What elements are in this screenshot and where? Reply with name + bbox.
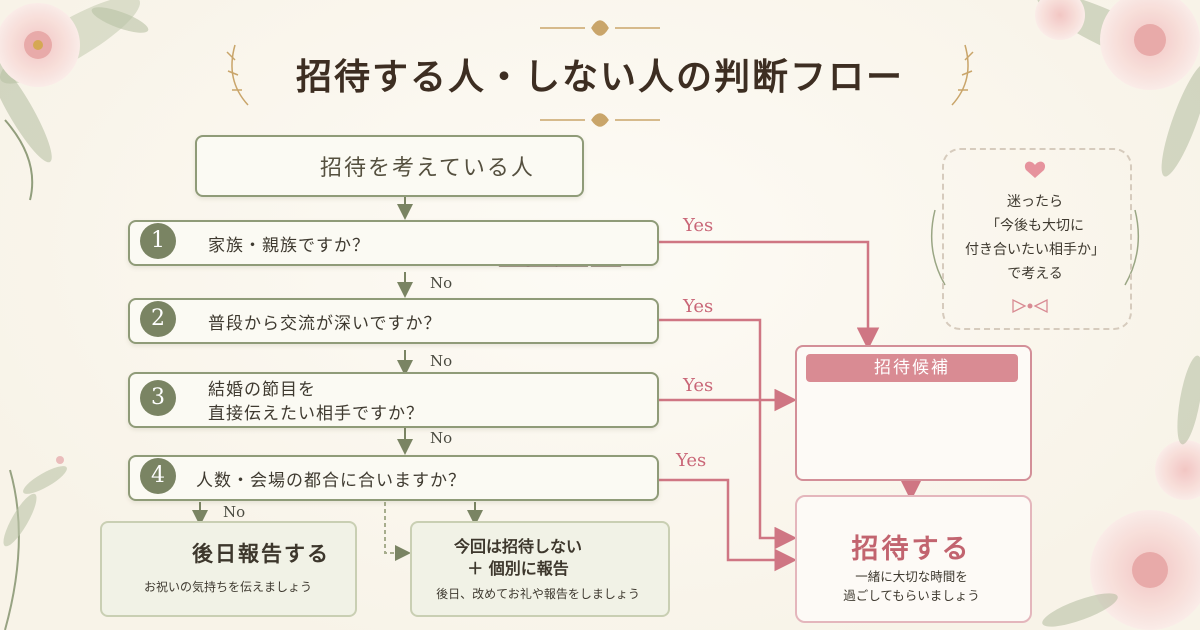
title-ornament bbox=[226, 20, 974, 127]
report-later-box bbox=[100, 521, 357, 617]
start-box bbox=[195, 135, 584, 197]
question-4-yes-label: Yes bbox=[676, 450, 707, 471]
question-1-yes-label: Yes bbox=[683, 215, 714, 236]
advice-note-line2: 「今後も大切に bbox=[986, 218, 1084, 234]
not-invite-title-line1: 今回は招待しない bbox=[453, 537, 582, 556]
question-4-no-label: No bbox=[223, 503, 246, 521]
question-4-text: 人数・会場の都合に合いますか？ bbox=[196, 471, 466, 491]
candidate-label: 招待候補 bbox=[806, 354, 1018, 382]
advice-note-line4: で考える bbox=[1007, 266, 1063, 282]
question-2-yes-label: Yes bbox=[683, 296, 714, 317]
bottom-left-floral-decoration bbox=[3, 456, 67, 630]
question-1-box bbox=[128, 220, 659, 266]
question-4-number: 4 bbox=[140, 458, 176, 494]
question-1-no-label: No bbox=[430, 274, 453, 292]
page-title: 招待する人・しない人の判断フロー bbox=[295, 56, 904, 98]
advice-note-box bbox=[942, 148, 1132, 330]
top-left-floral-decoration bbox=[0, 0, 149, 201]
question-3-text-line1: 結婚の節目を bbox=[208, 380, 316, 400]
question-3-no-label: No bbox=[430, 429, 453, 447]
question-3-number: 3 bbox=[140, 380, 176, 416]
not-invite-box bbox=[410, 521, 670, 617]
question-3-yes-label: Yes bbox=[683, 375, 714, 396]
note-decoration bbox=[930, 161, 1140, 314]
invite-box bbox=[795, 495, 1032, 623]
question-3-box bbox=[128, 372, 659, 428]
yes-arrows bbox=[657, 240, 923, 572]
question-1-text: 家族・親族ですか？ bbox=[208, 236, 370, 256]
start-label: 招待を考えている人 bbox=[320, 156, 535, 181]
invite-subtitle-line2: 過ごしてもらいましょう bbox=[843, 588, 980, 603]
question-3-text-line2: 直接伝えたい相手ですか？ bbox=[208, 404, 424, 424]
invite-title: 招待する bbox=[851, 534, 972, 565]
not-invite-subtitle: 後日、改めてお礼や報告をしましょう bbox=[436, 587, 640, 601]
invite-subtitle: 一緒に大切な時間を 過ごしてもらいましょう bbox=[795, 567, 1028, 605]
advice-note-text: 迷ったら 「今後も大切に 付き合いたい相手か」 で考える bbox=[945, 190, 1125, 286]
question-4-box bbox=[128, 455, 659, 501]
question-2-no-label: No bbox=[430, 352, 453, 370]
advice-note-line1: 迷ったら bbox=[1007, 194, 1063, 210]
question-2-box bbox=[128, 298, 659, 344]
advice-note-line3: 付き合いたい相手か」 bbox=[965, 242, 1105, 258]
bottom-right-floral-decoration bbox=[1042, 355, 1200, 630]
report-later-subtitle: お祝いの気持ちを伝えましょう bbox=[143, 580, 312, 594]
question-2-text: 普段から交流が深いですか？ bbox=[208, 314, 442, 334]
question-1-number: 1 bbox=[140, 223, 176, 259]
report-later-title: 後日報告する bbox=[192, 541, 330, 566]
top-right-floral-decoration bbox=[1035, 0, 1200, 177]
question-2-number: 2 bbox=[140, 301, 176, 337]
invite-subtitle-line1: 一緒に大切な時間を bbox=[855, 569, 968, 584]
not-invite-title-line2: ＋ 個別に報告 bbox=[467, 559, 569, 578]
no-arrows bbox=[192, 194, 483, 561]
